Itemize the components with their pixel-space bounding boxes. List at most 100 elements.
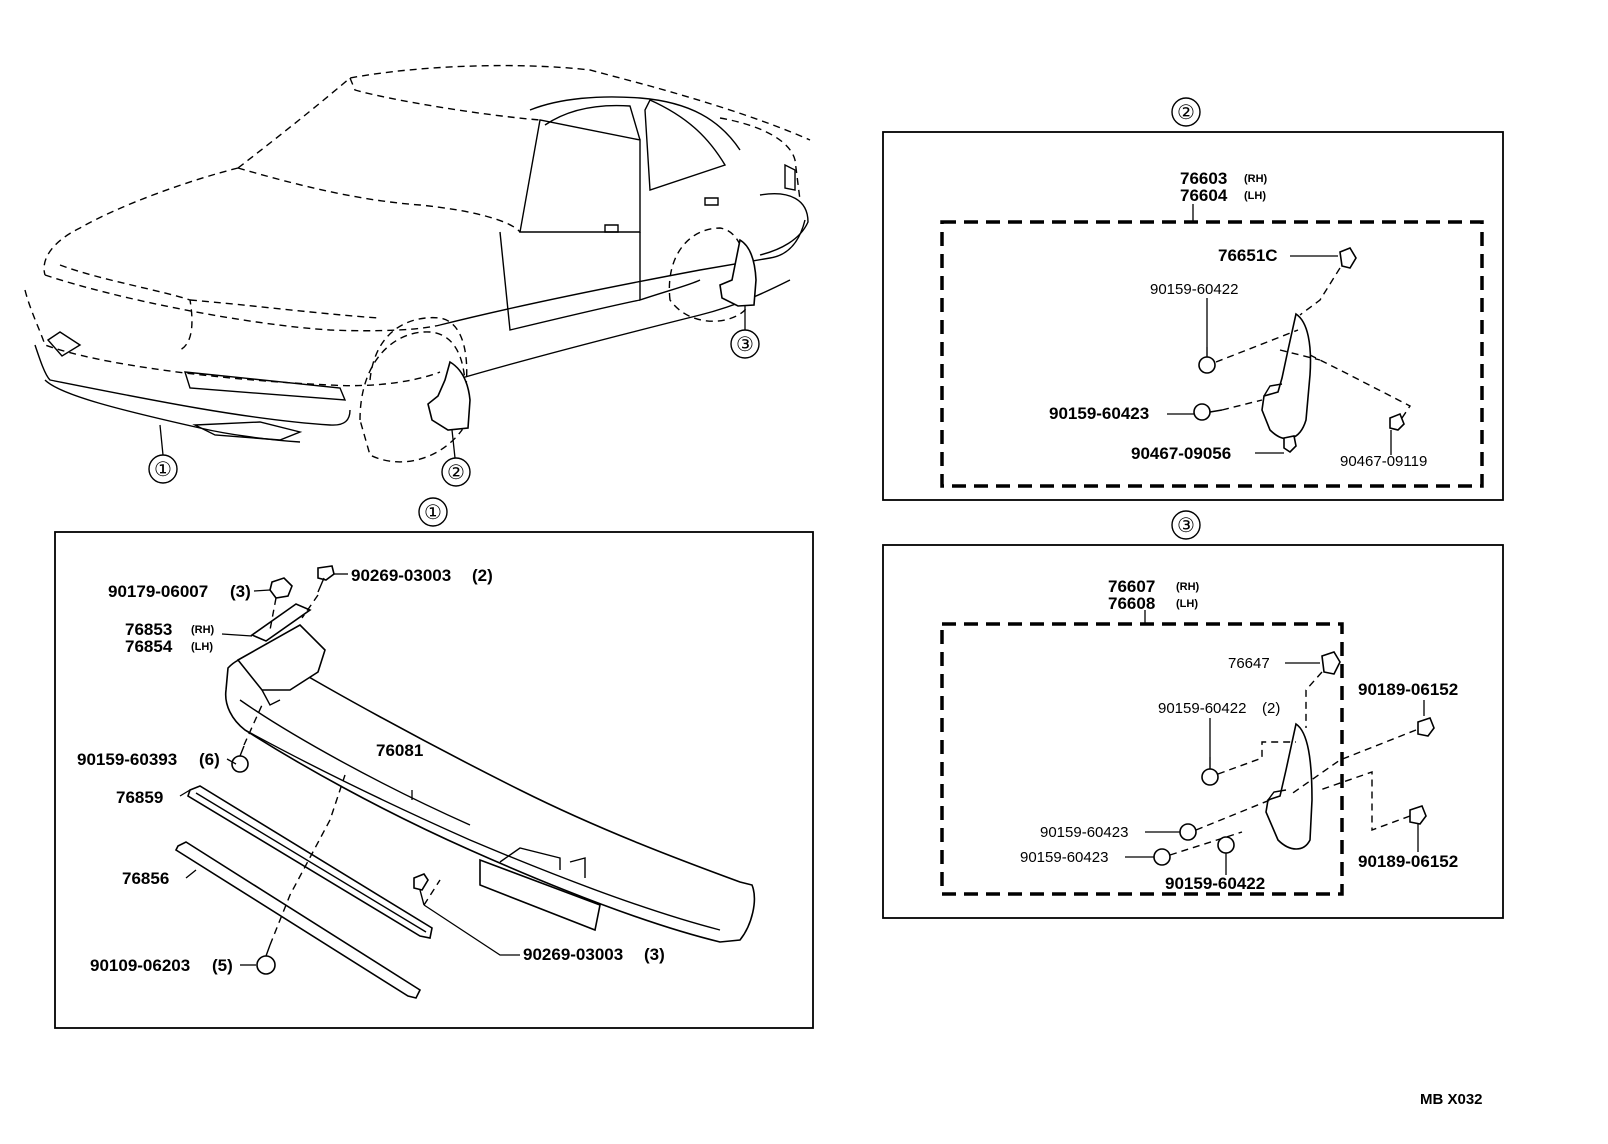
svg-text:90159-60422: 90159-60422 [1165,874,1265,893]
label-90159-60422-bottom: 90159-60422 [1165,874,1265,893]
panel-2-assembly-box [940,220,1484,488]
svg-text:90269-03003: 90269-03003 [523,945,623,964]
label-76647: 76647 [1228,655,1270,672]
screw-90189-top-icon [1417,717,1435,737]
svg-text:(3): (3) [644,945,665,964]
label-90159-60423-panel2: 90159-60423 [1049,404,1149,423]
label-76603: 76603 (RH) [1180,169,1268,188]
panel-1-marker: ① [418,497,448,527]
label-90467-09056: 90467-09056 [1131,444,1231,463]
label-76854: 76854 (LH) [125,637,213,656]
svg-text:(RH): (RH) [1244,173,1268,185]
screw-90189-bottom-icon [1409,805,1427,825]
panel-2-marker: ② [1171,97,1201,127]
screw-90159-60423-a-icon [1179,823,1197,841]
svg-text:76854: 76854 [125,637,173,656]
svg-text:③: ③ [736,334,754,356]
svg-text:90269-03003: 90269-03003 [351,566,451,585]
svg-text:90189-06152: 90189-06152 [1358,680,1458,699]
car-illustration [24,64,811,463]
svg-text:76853: 76853 [125,620,172,639]
label-90269-03003-top: 90269-03003 (2) [351,566,493,585]
svg-text:76859: 76859 [116,788,163,807]
nut-90179-icon [269,577,293,599]
svg-text:76607: 76607 [1108,577,1155,596]
label-90189-06152-top: 90189-06152 [1358,680,1458,699]
label-76604: 76604 (LH) [1180,186,1266,205]
svg-text:90159-60422: 90159-60422 [1158,700,1246,717]
screw-90109-icon [256,944,276,975]
callout-1-overview: ① [148,454,178,484]
svg-text:①: ① [424,502,442,524]
svg-text:90159-60422: 90159-60422 [1150,281,1238,298]
svg-text:②: ② [447,462,465,484]
label-76856: 76856 [122,869,169,888]
strip-76856 [174,841,422,999]
svg-text:(2): (2) [472,566,493,585]
svg-text:③: ③ [1177,515,1195,537]
panel-rear-mudguard: ③ [882,510,1504,919]
clip-90269-bottom-icon [413,873,429,906]
svg-text:(RH): (RH) [191,624,215,636]
svg-text:76651C: 76651C [1218,246,1278,265]
svg-text:76081: 76081 [376,741,423,760]
svg-text:90109-06203: 90109-06203 [90,956,190,975]
clip-76647-icon [1321,651,1341,675]
label-76859: 76859 [116,788,163,807]
label-90159-60422-panel2: 90159-60422 [1150,281,1238,298]
screw-90159-60423-b-icon [1153,848,1171,866]
label-76853: 76853 (RH) [125,620,215,639]
label-90159-60393: 90159-60393 (6) [77,750,220,769]
mudguard-rear-part [1265,722,1313,850]
svg-text:(RH): (RH) [1176,581,1200,593]
label-76607: 76607 (RH) [1108,577,1200,596]
label-76081: 76081 [376,741,423,760]
svg-text:90179-06007: 90179-06007 [108,582,208,601]
label-90179-06007: 90179-06007 (3) [108,582,251,601]
svg-text:90467-09056: 90467-09056 [1131,444,1231,463]
bracket-76853 [250,603,312,642]
svg-text:②: ② [1177,102,1195,124]
callout-3-overview: ③ [730,329,760,359]
label-90159-60422-top: 90159-60422 (2) [1158,700,1280,717]
label-90109-06203: 90109-06203 (5) [90,956,233,975]
svg-text:90159-60393: 90159-60393 [77,750,177,769]
label-90159-60423-a: 90159-60423 [1040,824,1128,841]
svg-text:76603: 76603 [1180,169,1227,188]
front-spoiler-part [224,654,756,943]
diagram-code: MB X032 [1420,1091,1483,1108]
svg-text:90189-06152: 90189-06152 [1358,852,1458,871]
panel-front-spoiler: ① [54,497,814,1029]
svg-text:76856: 76856 [122,869,169,888]
clip-76651c-icon [1339,247,1357,269]
svg-text:76604: 76604 [1180,186,1228,205]
label-76608: 76608 (LH) [1108,594,1198,613]
svg-text:90159-60423: 90159-60423 [1020,849,1108,866]
svg-text:(LH): (LH) [1176,598,1198,610]
screw-90159-60393-icon [231,745,249,773]
screw-90467-09056-icon [1283,435,1297,454]
label-90269-03003-bottom: 90269-03003 (3) [523,945,665,964]
svg-text:76647: 76647 [1228,655,1270,672]
screw-90159-60422-icon [1198,347,1216,374]
label-90467-09119: 90467-09119 [1340,453,1427,470]
screw-90159-60422-top-icon [1201,757,1219,786]
mudguard-front-part [1261,312,1312,440]
svg-text:90467-09119: 90467-09119 [1340,453,1427,470]
panel-front-mudguard: ② [882,97,1504,501]
callout-2-overview: ② [441,457,471,487]
clip-90269-top-icon [317,565,335,593]
svg-text:(3): (3) [230,582,251,601]
label-76651c: 76651C [1218,246,1278,265]
svg-text:(6): (6) [199,750,220,769]
label-90159-60423-b: 90159-60423 [1020,849,1108,866]
svg-text:(2): (2) [1262,700,1280,717]
svg-text:(5): (5) [212,956,233,975]
svg-text:90159-60423: 90159-60423 [1040,824,1128,841]
label-90189-06152-bottom: 90189-06152 [1358,852,1458,871]
svg-text:①: ① [154,459,172,481]
svg-text:90159-60423: 90159-60423 [1049,404,1149,423]
svg-text:(LH): (LH) [191,641,213,653]
screw-90159-60423-icon [1193,403,1223,421]
